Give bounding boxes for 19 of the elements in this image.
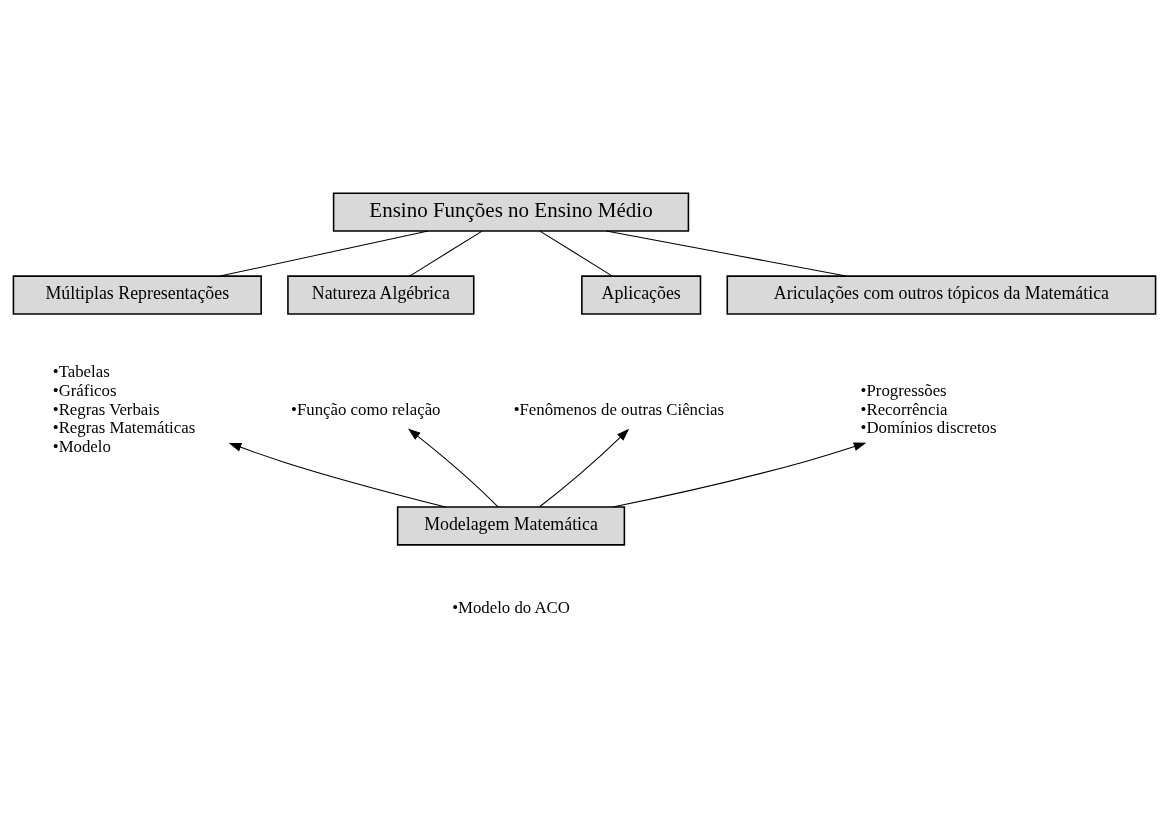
node-text: •Tabelas •Gráficos •Regras Verbais •Regras Matemáticas •Modelo: [52, 361, 196, 456]
connector: [219, 230, 429, 277]
connector: [605, 230, 847, 277]
node-box: Natureza Algébrica: [287, 274, 475, 315]
node-text: •Função como relação: [291, 398, 441, 418]
arrow: [407, 428, 499, 508]
node-text: •Fenômenos de outras Ciências: [513, 398, 725, 418]
arrow: [612, 441, 867, 508]
node-box: Aplicações: [581, 274, 702, 315]
node-box: Modelagem Matemática: [396, 505, 626, 546]
node-text: •Progressões •Recorrência •Domínios discretos: [860, 380, 997, 437]
arrow: [539, 428, 630, 507]
node-box: Ensino Funções no Ensino Médio: [332, 191, 690, 232]
node-box: Múltiplas Representações: [12, 274, 262, 315]
connector: [539, 230, 613, 277]
arrow: [228, 442, 447, 508]
node-label: •Modelo do ACO: [452, 597, 570, 617]
connector: [409, 230, 483, 277]
node-box: Ariculações com outros tópicos da Matemática: [726, 274, 1157, 315]
